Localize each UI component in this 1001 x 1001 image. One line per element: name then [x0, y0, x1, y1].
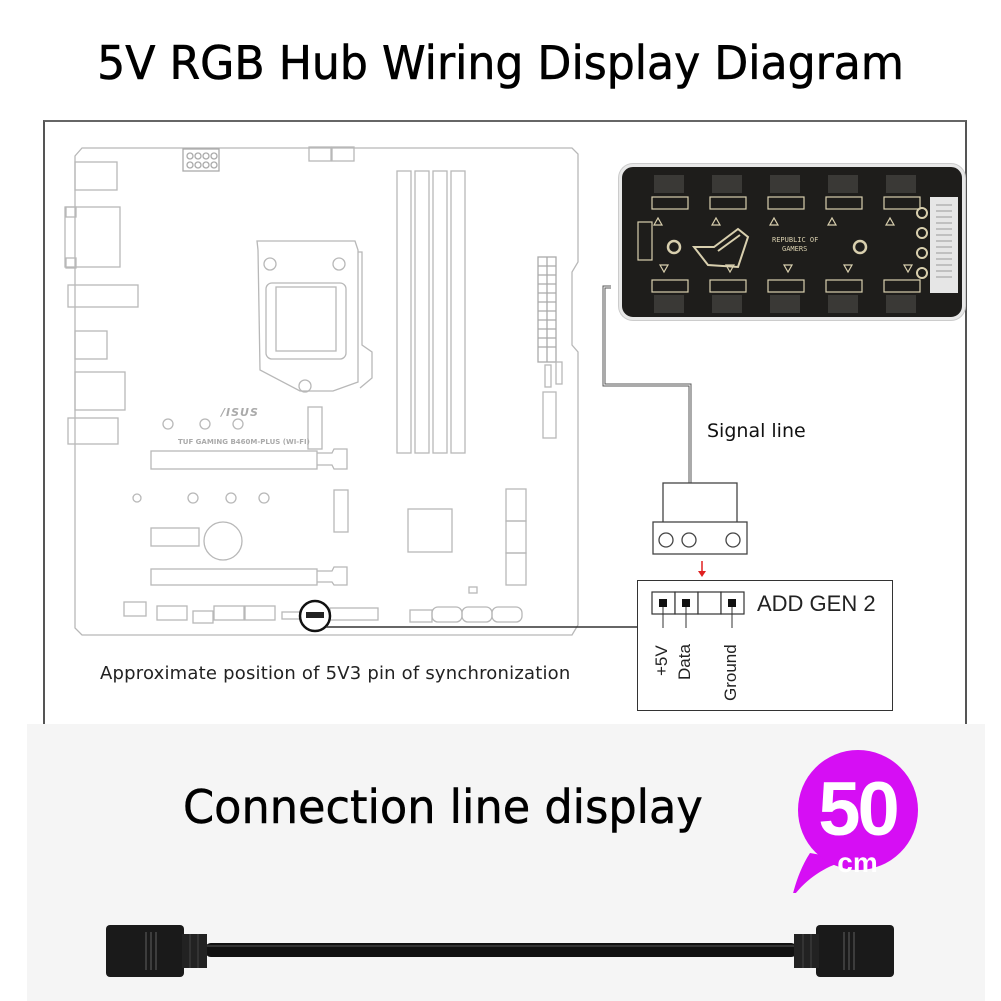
length-unit: cm [837, 847, 878, 878]
argb-header-label: ADD GEN 2 [757, 591, 876, 616]
signal-line-label: Signal line [707, 420, 806, 442]
svg-text:TUF GAMING B460M-PLUS (WI-FI): TUF GAMING B460M-PLUS (WI-FI) [178, 438, 310, 446]
svg-text:/ISUS: /ISUS [219, 406, 259, 419]
diagram-panel [43, 120, 967, 724]
header-position-caption: Approximate position of 5V3 pin of synch… [100, 663, 571, 684]
connection-title: Connection line display [183, 780, 703, 835]
pinout-pins-icon [651, 591, 745, 628]
argb-header-pinout-box [637, 580, 893, 711]
length-value: 50 [818, 767, 900, 852]
hub-logo-text-2: GAMERS [782, 245, 807, 253]
hub-board-icon: REPUBLIC OF GAMERS [637, 175, 958, 313]
hub-logo-text-1: REPUBLIC OF [772, 236, 818, 244]
rgb-hub-board: REPUBLIC OF GAMERS [619, 164, 965, 320]
length-badge-icon [793, 750, 918, 893]
page-title: 5V RGB Hub Wiring Display Diagram [97, 36, 904, 91]
